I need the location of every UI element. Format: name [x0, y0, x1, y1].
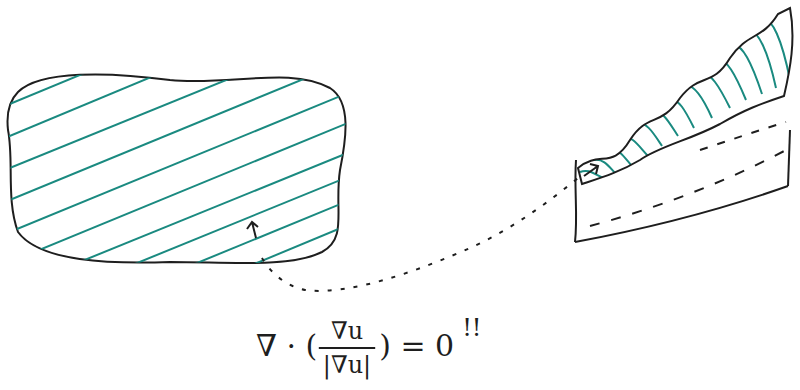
surface-outline — [578, 8, 792, 184]
fraction-numerator: ∇u — [331, 319, 363, 343]
surface-arrow — [584, 164, 598, 176]
equation-prefix: ∇ · ( — [256, 331, 317, 361]
level-set-hatching — [0, 40, 360, 270]
region-outline — [7, 74, 345, 263]
mapping-dotted-line — [262, 178, 578, 291]
surface-hatching — [580, 20, 790, 178]
exclamation-note: !! — [462, 316, 481, 340]
equation-suffix: ) = 0 — [379, 331, 454, 361]
fraction-denominator: |∇u| — [323, 353, 371, 377]
normal-arrow — [247, 222, 258, 238]
fraction-bar — [319, 347, 375, 349]
